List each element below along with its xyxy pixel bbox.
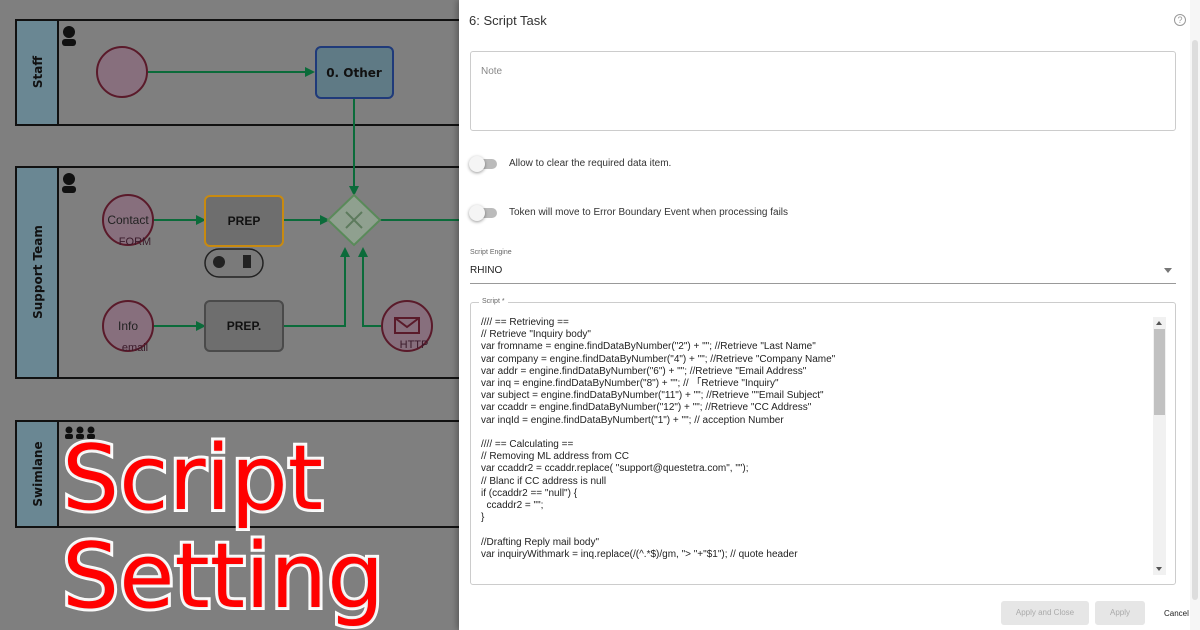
event-label: Info — [118, 319, 138, 333]
toggle-label: Token will move to Error Boundary Event … — [509, 207, 789, 218]
email-start-event[interactable] — [102, 300, 154, 352]
mail-icon — [394, 317, 420, 334]
script-text[interactable]: //// == Retrieving == // Retrieve "Inqui… — [481, 317, 836, 560]
user-icon — [62, 26, 95, 439]
task-other[interactable] — [315, 46, 394, 99]
process-diagram: Staff Support Team Swimlane 0. Other Con… — [15, 19, 460, 528]
clear-data-toggle[interactable]: Allow to clear the required data item. — [469, 155, 672, 172]
lane-label: Swimlane — [31, 441, 45, 506]
form-start-event[interactable] — [102, 194, 154, 246]
task-label: 0. Other — [326, 66, 382, 80]
select-value: RHINO — [470, 265, 503, 276]
panel-scrollbar[interactable] — [1190, 0, 1200, 630]
error-boundary-toggle[interactable]: Token will move to Error Boundary Event … — [469, 204, 789, 221]
toggle-label: Allow to clear the required data item. — [509, 158, 672, 169]
script-engine-select[interactable]: RHINO — [470, 262, 1176, 284]
gear-icon[interactable] — [213, 256, 225, 268]
x-icon — [345, 211, 363, 229]
note-field[interactable]: Note — [470, 51, 1176, 131]
task-prep2[interactable] — [204, 300, 284, 352]
chevron-down-icon — [1164, 268, 1172, 273]
script-engine-label: Script Engine — [470, 249, 512, 256]
lane-label: Staff — [31, 56, 45, 88]
task-label: PREP. — [227, 319, 261, 333]
panel-title: 6: Script Task — [469, 13, 547, 28]
script-scrollbar[interactable] — [1153, 317, 1166, 575]
task-prep[interactable] — [204, 195, 284, 247]
apply-and-close-button[interactable]: Apply and Close — [1001, 601, 1089, 625]
cancel-button[interactable]: Cancel — [1164, 609, 1189, 618]
event-label: Contact — [107, 213, 149, 227]
lane-header-staff[interactable] — [15, 19, 59, 126]
script-editor[interactable]: Script * //// == Retrieving == // Retrie… — [470, 298, 1176, 585]
trash-icon[interactable] — [243, 255, 251, 268]
overlay-title: Script Setting — [59, 426, 387, 629]
event-label: FORM — [119, 236, 151, 248]
lane-header-support[interactable] — [15, 166, 59, 379]
task-label: PREP — [228, 214, 261, 228]
properties-panel: 6: Script Task ? Note Allow to clear the… — [459, 0, 1200, 630]
help-icon[interactable]: ? — [1174, 14, 1186, 26]
start-event[interactable] — [96, 46, 148, 98]
event-label: email — [122, 342, 148, 354]
lane-header-swimlane[interactable] — [15, 420, 59, 528]
apply-button[interactable]: Apply — [1095, 601, 1145, 625]
lane-label: Support Team — [31, 225, 45, 319]
script-label: Script * — [479, 298, 508, 305]
event-label: HTTP — [400, 339, 429, 351]
